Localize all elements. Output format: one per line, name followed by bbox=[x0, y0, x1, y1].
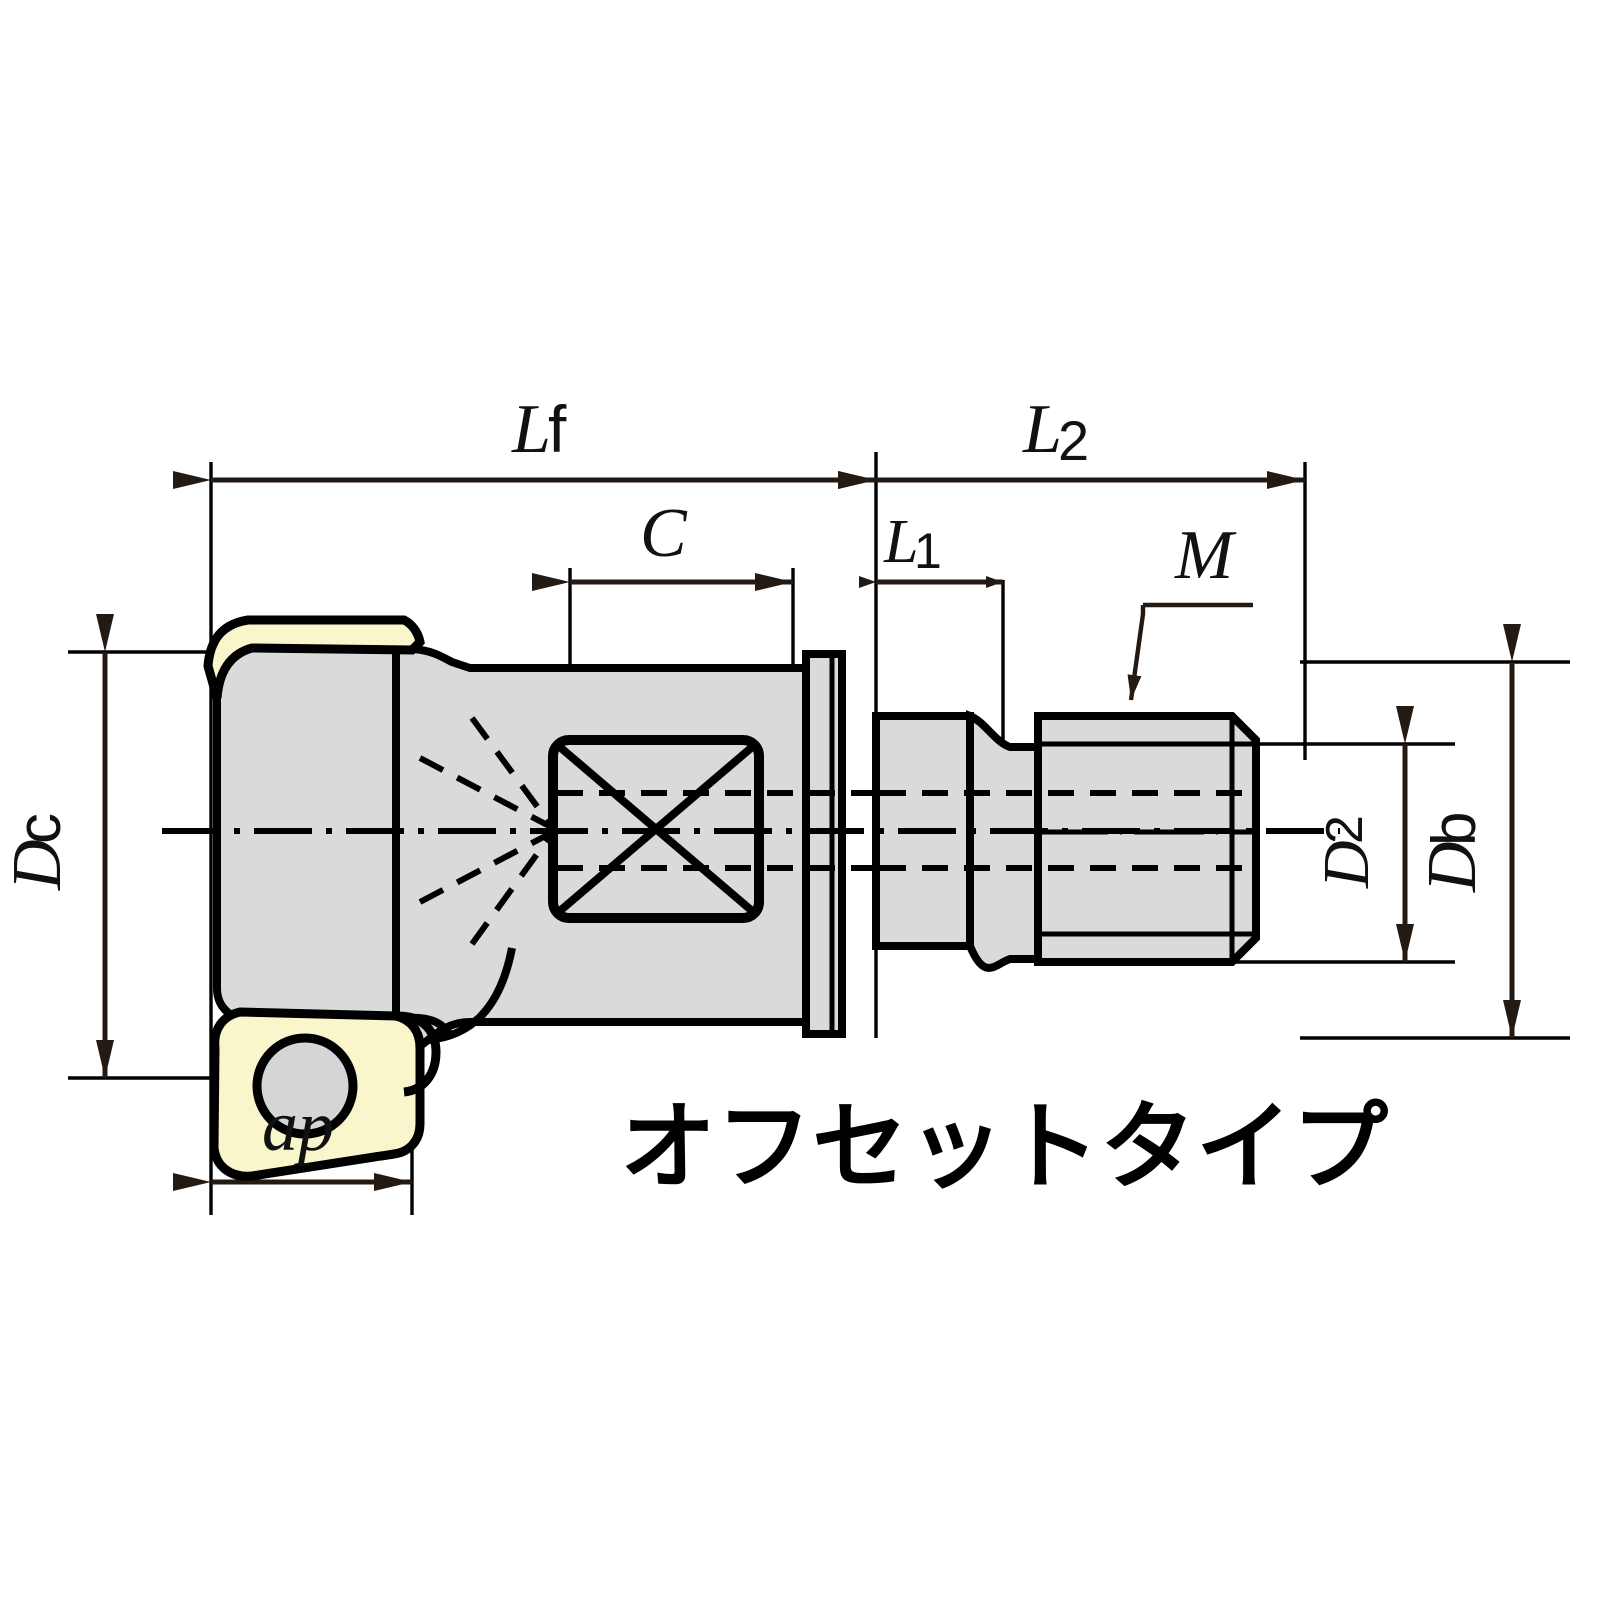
dim-label-d2-main: D bbox=[1310, 840, 1383, 889]
leader-line-m bbox=[1127, 602, 1253, 701]
dim-label-c: C bbox=[640, 495, 688, 572]
insert-bottom bbox=[209, 1007, 425, 1181]
dim-label-l1-sub: 1 bbox=[914, 523, 942, 579]
dim-label-lf-sub: f bbox=[548, 392, 567, 466]
dim-label-dc-main: D bbox=[0, 839, 76, 891]
dim-label-db-main: D bbox=[1414, 841, 1491, 893]
flute-line-3 bbox=[418, 829, 555, 905]
flute-wall-curve bbox=[427, 947, 516, 1044]
dim-label-l2-sub: 2 bbox=[1058, 409, 1089, 472]
dim-label-ap-main: ap bbox=[262, 1086, 334, 1166]
dim-label-l1-main: L bbox=[883, 508, 918, 576]
dim-label-db: D b bbox=[1414, 812, 1491, 893]
dim-label-d2: D 2 bbox=[1310, 815, 1383, 889]
shank-neck-body bbox=[966, 710, 1042, 972]
dim-label-lf-main: L bbox=[511, 391, 551, 468]
dim-label-c-main: C bbox=[640, 495, 688, 572]
dim-label-dc: D c bbox=[0, 813, 76, 891]
insert-top-shape bbox=[203, 615, 425, 700]
dim-label-ap: ap bbox=[262, 1086, 334, 1166]
dim-label-dc-sub: c bbox=[5, 813, 74, 844]
thread-section bbox=[1034, 712, 1260, 966]
dim-label-l2: L 2 bbox=[1022, 391, 1089, 472]
flute-line-4 bbox=[469, 830, 556, 946]
insert-clamp-lug bbox=[397, 1011, 441, 1097]
dim-label-d2-sub: 2 bbox=[1316, 815, 1374, 844]
flute-line-1 bbox=[418, 755, 555, 831]
dim-label-lf: L f bbox=[511, 391, 567, 468]
dim-label-m: M bbox=[1174, 517, 1237, 594]
cutter-body bbox=[213, 644, 400, 1026]
shank-neck bbox=[966, 710, 1042, 972]
cutter-head-outline bbox=[213, 644, 400, 1026]
flute-projection-lines bbox=[418, 716, 556, 946]
insert-top bbox=[203, 615, 425, 700]
dimension-lines bbox=[96, 471, 1521, 1191]
dim-label-db-sub: b bbox=[1420, 812, 1489, 846]
dim-label-l1: L 1 bbox=[883, 508, 942, 579]
insert-clamp-curve bbox=[397, 1011, 441, 1097]
caption-offset-type: オフセットタイプ bbox=[620, 1091, 1388, 1203]
dim-label-l2-main: L bbox=[1022, 391, 1062, 468]
flange-body bbox=[802, 650, 846, 1038]
dim-label-m-main: M bbox=[1174, 517, 1237, 594]
flange-collar bbox=[802, 650, 846, 1038]
thread-outline bbox=[1034, 712, 1260, 966]
flute-line-2 bbox=[469, 716, 556, 830]
hidden-bore-lines bbox=[557, 790, 1256, 871]
insert-screw-hole bbox=[252, 1033, 358, 1139]
